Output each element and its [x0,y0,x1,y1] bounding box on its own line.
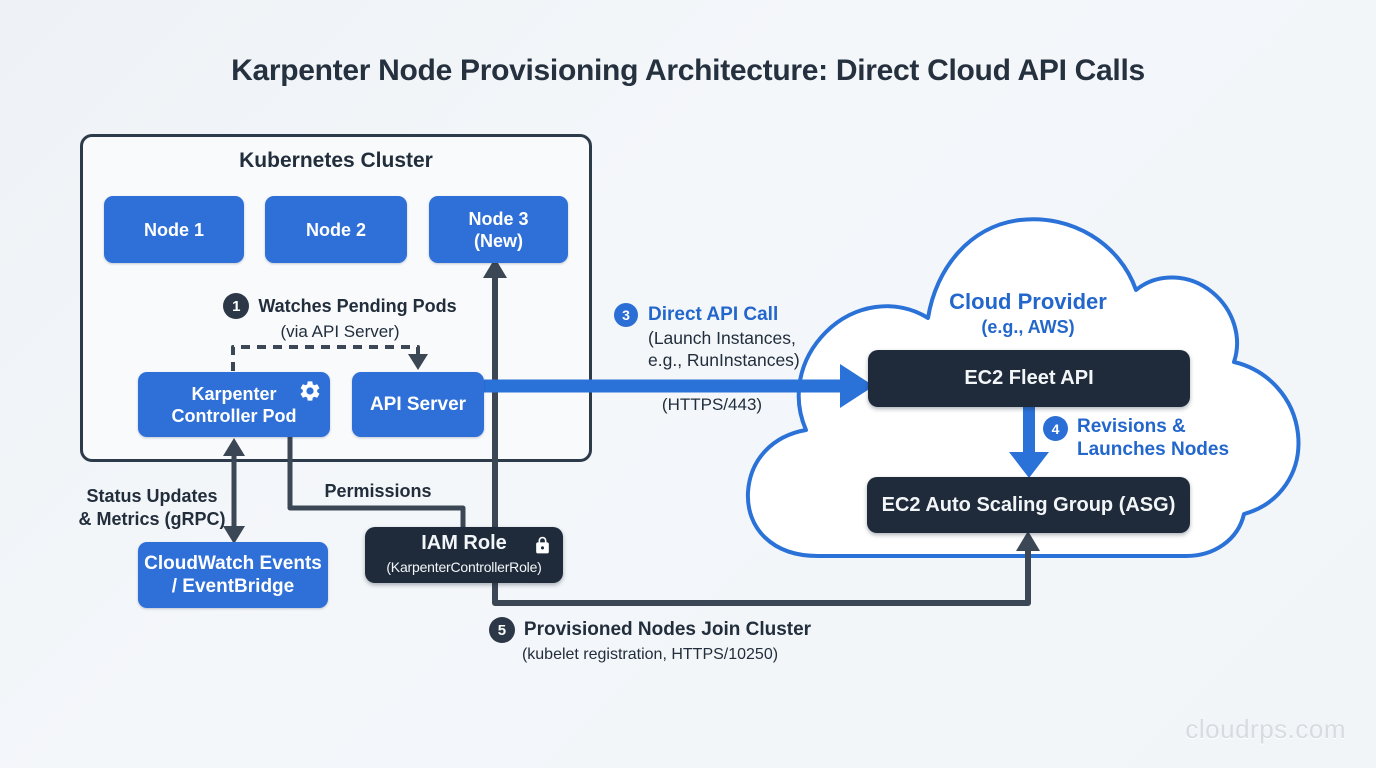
step-3-title: Direct API Call [648,304,779,325]
node-3-label-line1: Node 3 [468,208,529,229]
ec2-asg-box: EC2 Auto Scaling Group (ASG) [867,477,1190,533]
node-2-label: Node 2 [305,219,366,240]
cloudwatch-label-line2: / EventBridge [171,576,295,597]
step-4-line2: Launches Nodes [1077,439,1230,460]
api-server-label: API Server [369,393,467,415]
step-3-protocol: (HTTPS/443) [661,395,763,414]
status-updates-label: Status Updates & Metrics (gRPC) [62,485,242,531]
step-5-provisioned-nodes: 5 Provisioned Nodes Join Cluster (kubele… [400,617,900,664]
ec2-fleet-api-box: EC2 Fleet API [868,350,1190,407]
ec2-asg-label: EC2 Auto Scaling Group (ASG) [881,493,1176,516]
step-1-watches-pending-pods: 1 Watches Pending Pods (via API Server) [200,293,480,342]
step-3-badge: 3 [614,303,638,327]
status-updates-line1: Status Updates [86,486,218,506]
step-3-sub2: e.g., RunInstances) [648,350,800,370]
step-5-title: Provisioned Nodes Join Cluster [523,619,812,640]
gear-icon [300,381,320,401]
step-1-subtitle: (via API Server) [280,322,400,341]
step-4-line1: Revisions & [1077,416,1186,437]
ec2-fleet-api-label: EC2 Fleet API [964,367,1094,389]
node-3-box: Node 3 (New) [429,196,568,263]
iam-role-box: IAM Role (KarpenterControllerRole) [365,527,563,583]
cloudwatch-label-line1: CloudWatch Events [144,553,322,574]
watermark: cloudrps.com [1185,714,1346,744]
step-1-title: Watches Pending Pods [258,295,457,316]
step-1-badge: 1 [223,293,250,319]
step-4-revisions-launches: 4 Revisions & Launches Nodes [1043,415,1229,461]
iam-role-subtitle: (KarpenterControllerRole) [386,559,542,575]
node-3-label-line2: (New) [474,230,523,251]
step-3-sub1: (Launch Instances, [648,328,796,348]
node-2-box: Node 2 [265,196,407,263]
cloudwatch-eventbridge-box: CloudWatch Events / EventBridge [138,542,328,608]
node-1-label: Node 1 [143,219,204,240]
permissions-label: Permissions [324,481,432,501]
step-5-subtitle: (kubelet registration, HTTPS/10250) [521,646,779,663]
cluster-title: Kubernetes Cluster [239,149,433,172]
node-1-box: Node 1 [104,196,244,263]
cloud-provider-title-group: Cloud Provider (e.g., AWS) [878,289,1178,338]
join-arrowhead-asg [1016,531,1040,551]
iam-role-title: IAM Role [421,532,507,554]
karpenter-controller-pod-box: Karpenter Controller Pod [138,372,330,437]
cloud-provider-subtitle: (e.g., AWS) [981,317,1075,337]
step-4-label: Revisions & Launches Nodes [1077,415,1229,461]
step-3-direct-api-call: 3 Direct API Call (Launch Instances, e.g… [614,303,800,371]
step-5-badge: 5 [488,617,515,643]
cloud-provider-title: Cloud Provider [949,289,1107,314]
api-server-box: API Server [352,372,484,437]
karpenter-label-line1: Karpenter [191,383,277,404]
karpenter-label-line2: Controller Pod [171,405,297,426]
lock-icon [536,536,549,554]
step-4-badge: 4 [1043,416,1068,441]
status-updates-line2: & Metrics (gRPC) [78,509,226,529]
page-title: Karpenter Node Provisioning Architecture… [231,54,1145,87]
